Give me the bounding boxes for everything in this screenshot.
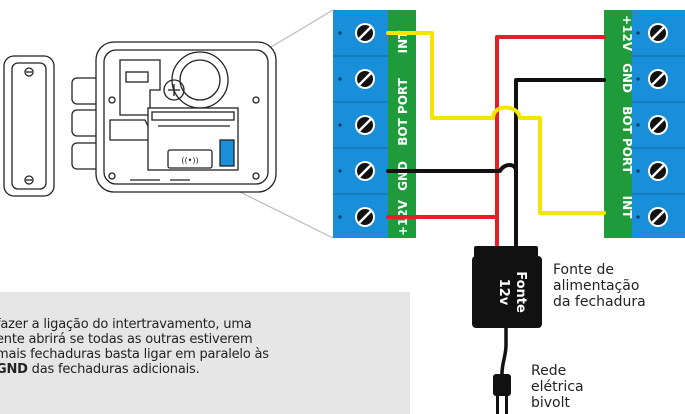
left-terminal-label-bot-port: BOT PORT bbox=[396, 77, 410, 145]
reader-symbol: ((•)) bbox=[181, 156, 198, 165]
terminal-block-right bbox=[604, 10, 685, 238]
note-line-1: fazer a ligação do intertravamento, uma bbox=[0, 317, 252, 332]
power-plug-icon bbox=[493, 374, 511, 414]
mains-caption: Rede elétrica bivolt bbox=[531, 363, 584, 411]
mains-caption-line1: Rede bbox=[531, 363, 567, 379]
note-line-4-rest: das fechaduras adicionais. bbox=[27, 362, 200, 377]
left-terminal-label-gnd: GND bbox=[396, 161, 410, 191]
right-terminal-label-12v: +12V bbox=[620, 15, 634, 52]
note-box bbox=[0, 292, 410, 414]
wire-red-12v bbox=[386, 35, 606, 219]
supply-label-12v: 12v bbox=[496, 279, 511, 306]
power-supply-icon: Fonte 12v bbox=[472, 246, 542, 328]
screw-terminal-icon bbox=[648, 23, 668, 227]
screw-terminal-icon bbox=[355, 23, 375, 227]
note-line-2: ente abrirá se todas as outras estiverem bbox=[0, 332, 253, 347]
right-terminal-label-gnd: GND bbox=[620, 63, 634, 93]
supply-caption-line1: Fonte de bbox=[553, 262, 615, 278]
wire-yellow-int bbox=[386, 31, 606, 215]
right-terminal-label-int: INT bbox=[620, 196, 634, 220]
note-text: fazer a ligação do intertravamento, uma … bbox=[0, 317, 398, 377]
note-gnd-bold: GND bbox=[0, 362, 28, 377]
mains-cable bbox=[500, 328, 508, 375]
left-terminal-label-int: INT bbox=[396, 30, 410, 54]
supply-label-fonte: Fonte bbox=[513, 271, 528, 313]
supply-caption-line3: da fechadura bbox=[553, 294, 646, 310]
supply-caption-line2: alimentação bbox=[553, 278, 640, 294]
note-line-4: GND das fechaduras adicionais. bbox=[0, 362, 398, 377]
mains-caption-line2: elétrica bbox=[531, 379, 584, 395]
note-line-3: mais fechaduras basta ligar em paralelo … bbox=[0, 347, 269, 362]
mains-caption-line3: bivolt bbox=[531, 395, 571, 411]
supply-caption: Fonte de alimentação da fechadura bbox=[553, 262, 646, 310]
right-terminal-label-bot-port: BOT PORT bbox=[620, 106, 634, 174]
lock-device-icon: ((•)) bbox=[3, 41, 277, 197]
leader-line-bottom bbox=[235, 189, 334, 239]
